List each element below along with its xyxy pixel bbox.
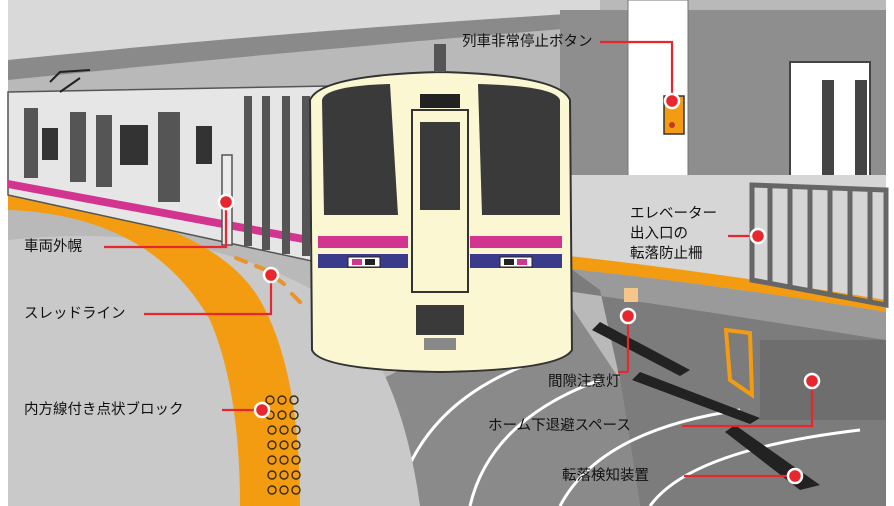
label-sled-line: スレッドライン [24,306,126,322]
label-elevator-fence: エレベーター 出入口の 転落防止柵 [630,204,717,264]
callout-lines [104,40,814,478]
elevator-fence [749,182,889,309]
label-tactile-block: 内方線付き点状ブロック [24,402,184,418]
label-elevator-fence-line2: 出入口の [630,226,688,242]
label-gap-light: 間隙注意灯 [548,374,621,390]
label-fall-detector: 転落検知装置 [562,468,649,484]
label-hood: 車両外幌 [24,239,82,255]
label-elevator-fence-line3: 転落防止柵 [630,246,703,262]
label-elevator-fence-line1: エレベーター [630,206,717,222]
tactile-block [8,195,300,506]
label-emergency-button: 列車非常停止ボタン [462,34,593,50]
refuge-space [723,327,755,399]
gap-warning-lamp [624,288,638,302]
callout-dots [217,92,821,485]
track-bed [380,290,640,506]
label-refuge-space: ホーム下退避スペース [488,418,631,434]
